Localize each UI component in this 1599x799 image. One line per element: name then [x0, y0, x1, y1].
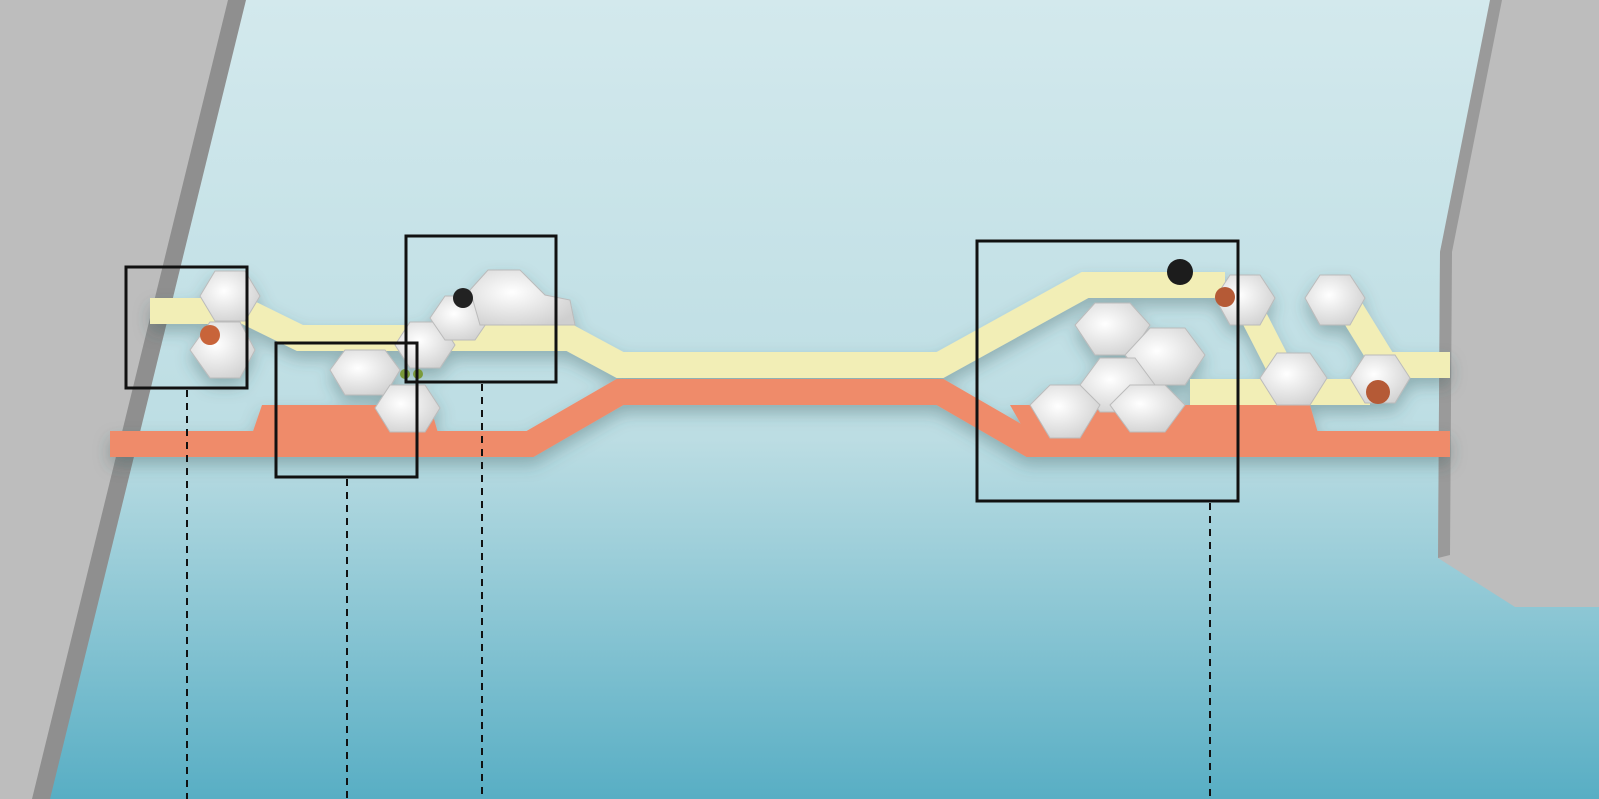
right-bank-edge: [1438, 0, 1502, 558]
detail-frame-1: [124, 265, 249, 390]
pavilion-hex: [374, 384, 441, 433]
detail-frame-2: [274, 341, 419, 479]
pavilion-hex: [1214, 274, 1276, 326]
tree-icon: [1366, 380, 1390, 404]
pavilion-hex: [199, 270, 261, 322]
detail-frame-4: [975, 239, 1240, 503]
tree-icon: [1215, 287, 1235, 307]
detail-frame-3: [404, 234, 558, 384]
tree-icon: [453, 288, 473, 308]
pavilions: [189, 269, 1411, 439]
tree-icon: [200, 325, 220, 345]
lower-path: [110, 379, 1450, 457]
pavilion-hex: [1109, 384, 1186, 433]
pavilion-hex: [1304, 274, 1366, 326]
pavilion-hex: [329, 349, 401, 396]
pavilion-hex: [1349, 354, 1411, 404]
pavilion-hex: [1074, 302, 1151, 356]
tree-icon: [1167, 259, 1193, 285]
upper-path: [150, 272, 1225, 378]
right-bank: [1438, 0, 1599, 607]
left-bank-edge: [32, 0, 246, 799]
pavilion-hex: [1029, 384, 1101, 439]
pavilion-hex: [1259, 352, 1328, 406]
